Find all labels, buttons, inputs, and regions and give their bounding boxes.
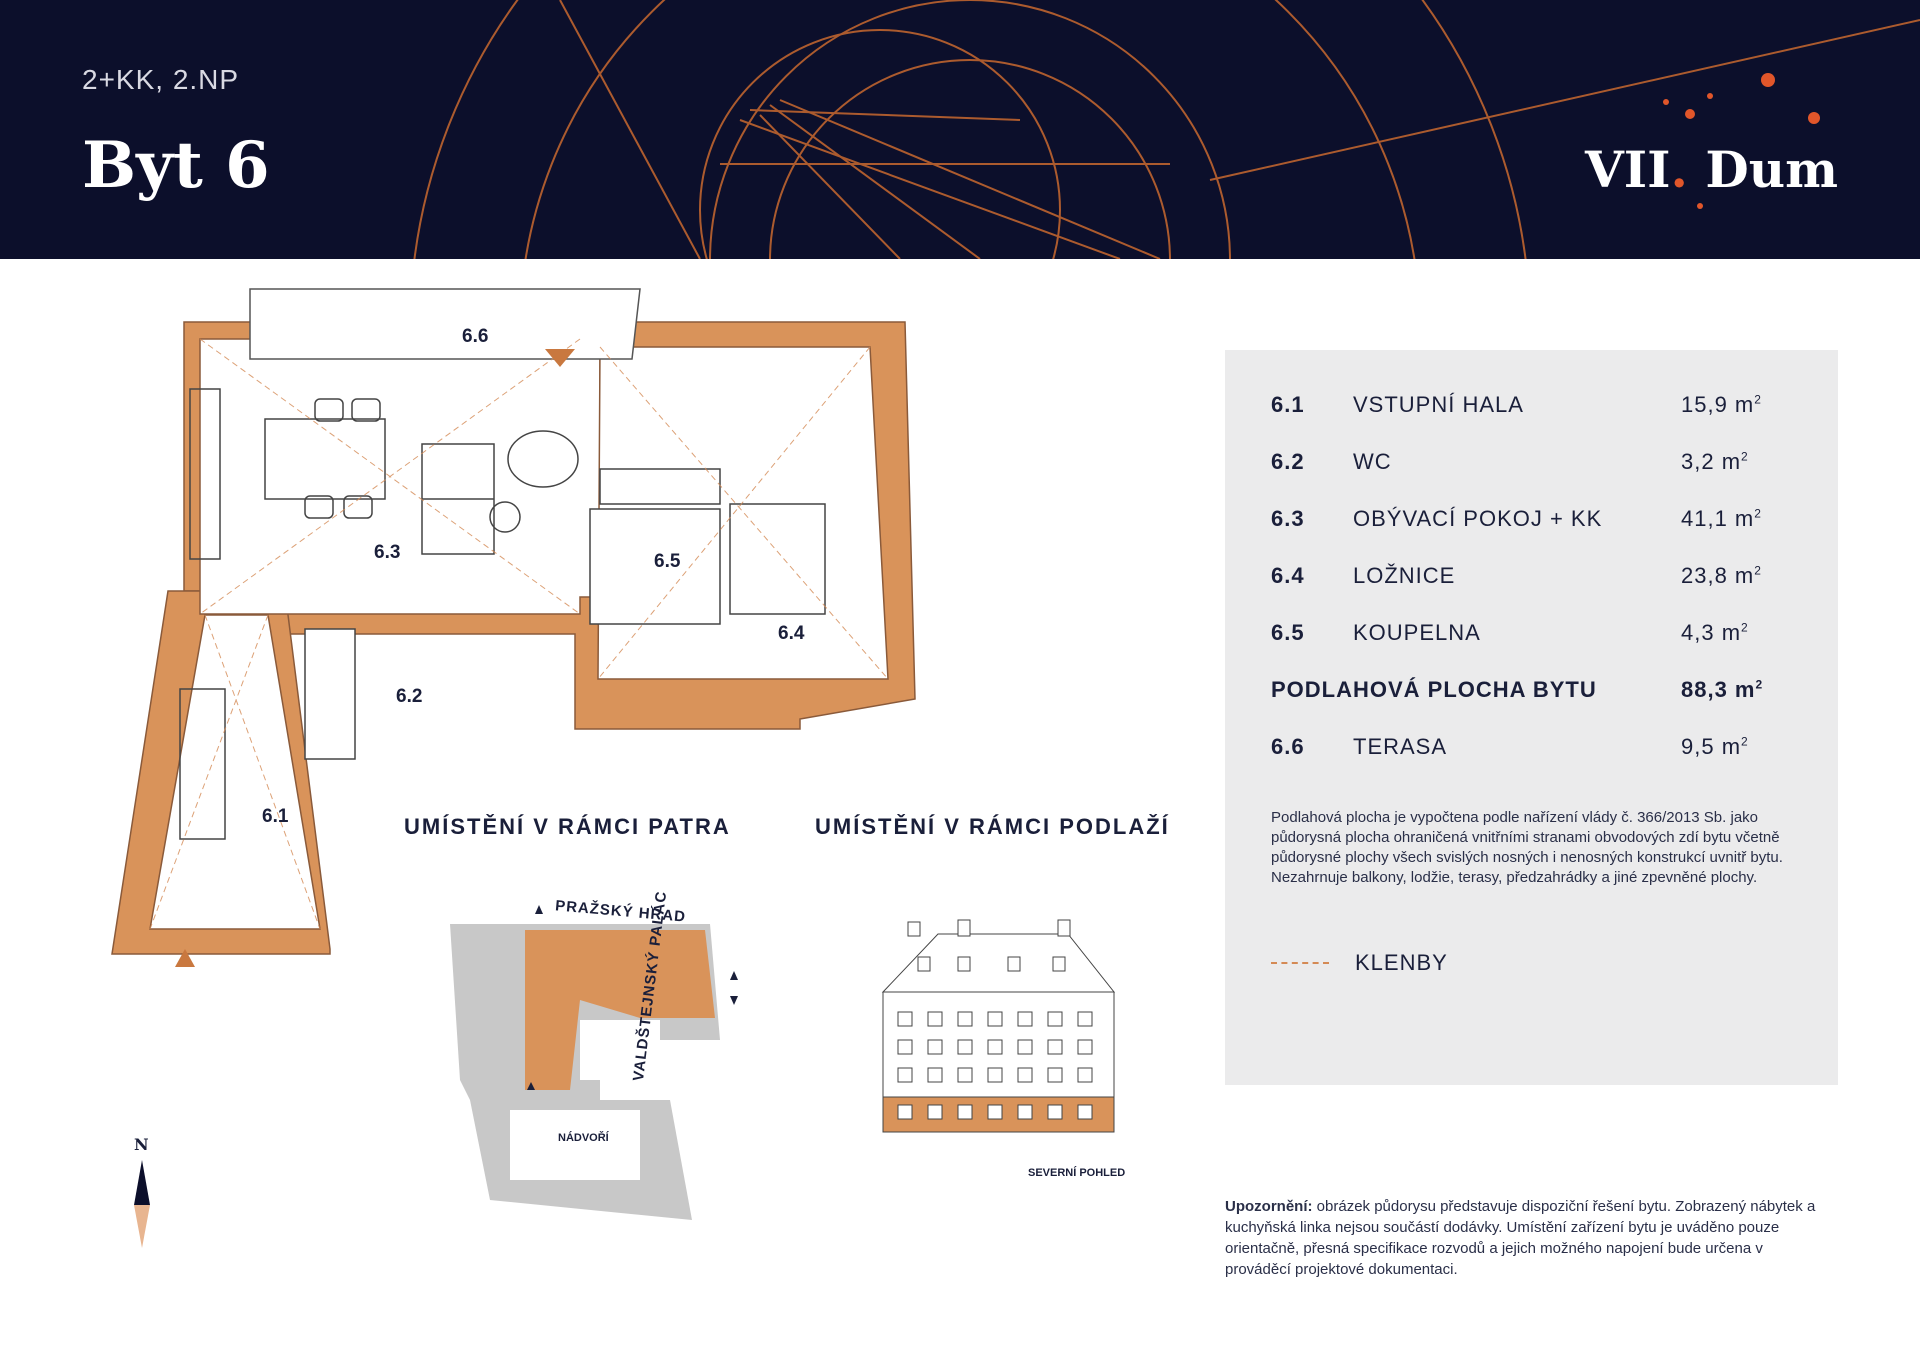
compass-label: N	[134, 1135, 149, 1154]
vault-lines	[149, 338, 889, 930]
furniture	[179, 388, 826, 840]
disclaimer-title: Upozornění:	[1225, 1198, 1313, 1215]
building-elevation	[881, 919, 1116, 1133]
map-label-nadvori: NÁDVOŘÍ	[558, 1132, 609, 1144]
room-name: KOUPELNA	[1353, 620, 1481, 645]
room-number: 6.1	[1271, 392, 1305, 417]
apartment-subtitle: 2+KK, 2.NP	[82, 64, 240, 95]
room-table: 6.1 VSTUPNÍ HALA 15,9 m2 6.2 WC 3,2 m2 6…	[1225, 350, 1838, 1085]
brand-main: VII	[1584, 140, 1671, 199]
room-area: 41,1 m2	[1681, 506, 1762, 531]
room-area: 9,5 m2	[1681, 734, 1749, 759]
room-area: 3,2 m2	[1681, 449, 1749, 474]
room-number: 6.3	[1271, 506, 1305, 531]
terrace	[249, 288, 641, 360]
room-area: 4,3 m2	[1681, 620, 1749, 645]
legend-label: KLENBY	[1355, 950, 1448, 975]
disclaimer: Upozornění: obrázek půdorysu představuje…	[1225, 1196, 1825, 1280]
room-number: 6.5	[1271, 620, 1305, 645]
total-area: 88,3 m2	[1681, 677, 1764, 702]
compass-needle-icon	[134, 1160, 150, 1248]
vault-line-icon	[1271, 962, 1329, 964]
room-name: VSTUPNÍ HALA	[1353, 392, 1524, 417]
plan-label-6-5: 6.5	[654, 551, 681, 572]
room-name: WC	[1353, 449, 1392, 474]
floor-plan	[111, 288, 916, 967]
room-name: TERASA	[1353, 734, 1448, 759]
header-decoration	[413, 0, 1920, 259]
floor-location-map	[450, 905, 738, 1220]
room-name: LOŽNICE	[1353, 563, 1456, 588]
room-number: 6.2	[1271, 449, 1305, 474]
disclaimer-text: obrázek půdorysu představuje dispoziční …	[1225, 1198, 1816, 1278]
room-number: 6.4	[1271, 563, 1305, 588]
brand-logo: VII. Dum	[1585, 140, 1838, 199]
total-label: PODLAHOVÁ PLOCHA BYTU	[1271, 677, 1597, 702]
brand-dot: .	[1670, 140, 1688, 199]
entrance-markers	[175, 349, 575, 967]
area-note: Podlahová plocha je vypočtena podle naří…	[1271, 809, 1783, 886]
header-banner: 2+KK, 2.NP Byt 6 VII. Dum	[0, 0, 1920, 259]
elevation-label: SEVERNÍ POHLED	[1028, 1167, 1126, 1179]
room-number: 6.6	[1271, 734, 1305, 759]
apartment-title: Byt 6	[82, 128, 270, 203]
room-name: OBÝVACÍ POKOJ + KK	[1353, 506, 1603, 531]
plan-label-6-1: 6.1	[262, 806, 289, 827]
room-area: 15,9 m2	[1681, 392, 1762, 417]
floor-location-title: UMÍSTĚNÍ V RÁMCI PATRA	[404, 814, 731, 839]
plan-label-6-4: 6.4	[778, 623, 805, 644]
plan-label-6-2: 6.2	[396, 686, 423, 707]
plan-label-6-3: 6.3	[374, 542, 401, 563]
building-location-title: UMÍSTĚNÍ V RÁMCI PODLAŽÍ	[815, 814, 1170, 839]
brand-tail: Dum	[1687, 140, 1838, 199]
plan-label-6-6: 6.6	[462, 326, 489, 347]
room-area: 23,8 m2	[1681, 563, 1762, 588]
